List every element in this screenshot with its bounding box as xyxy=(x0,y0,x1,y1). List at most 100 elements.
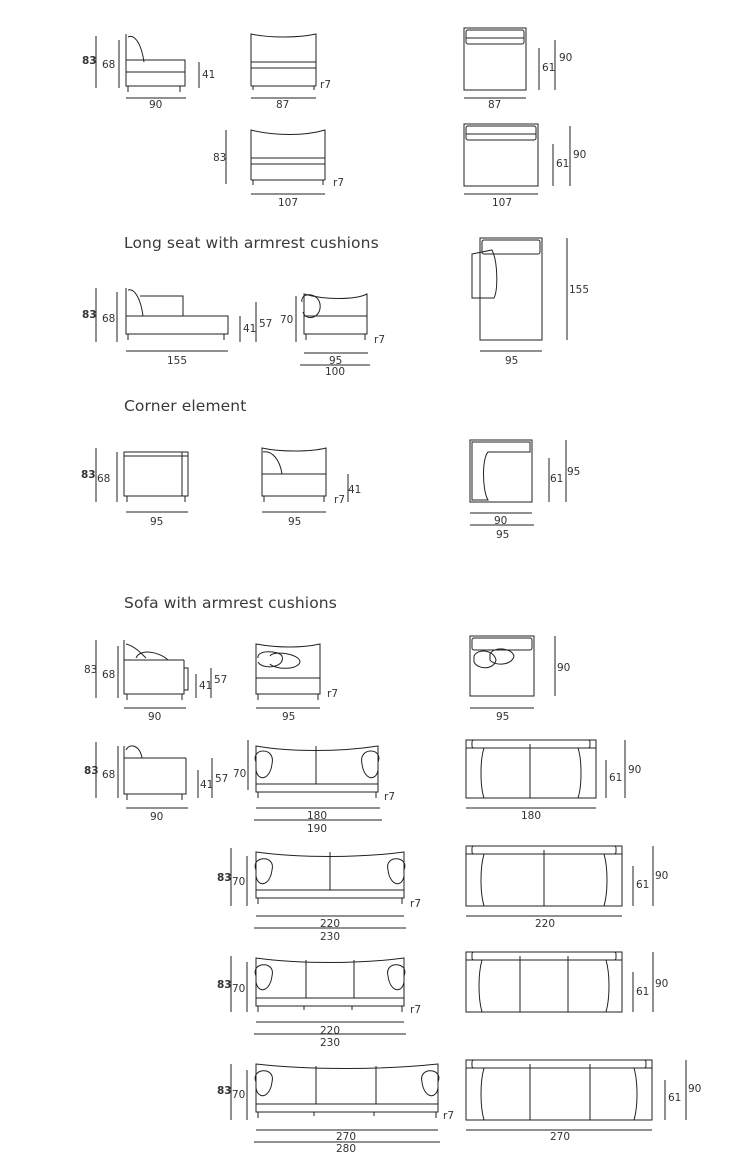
dim-label: 90 xyxy=(655,870,668,882)
sofa-a-side-view xyxy=(95,640,212,709)
sofa-a-plan-view xyxy=(469,635,556,709)
dim-label: 61 xyxy=(542,62,555,74)
dim-label: 90 xyxy=(149,99,162,111)
dim-label: 270 xyxy=(550,1131,570,1143)
dim-label: 280 xyxy=(336,1143,356,1155)
dim-label: 70 xyxy=(280,314,293,326)
sofa-d-plan-view xyxy=(465,951,654,1013)
dim-label: 90 xyxy=(148,711,161,723)
sofa-e-front-view xyxy=(230,1063,440,1143)
dim-label: 95 xyxy=(496,529,509,541)
dim-label: 83 xyxy=(217,872,232,884)
module-plan-view-1 xyxy=(463,27,556,99)
long-seat-front-view xyxy=(295,293,370,366)
heading-long-seat: Long seat with armrest cushions xyxy=(124,234,379,252)
dim-label: 68 xyxy=(102,769,115,781)
dim-label: 87 xyxy=(276,99,289,111)
sofa-b-plan-view xyxy=(465,739,626,809)
module-front-view-2 xyxy=(225,129,326,195)
dim-label: 87 xyxy=(488,99,501,111)
long-seat-plan-view xyxy=(471,237,568,352)
sofa-c-plan-view xyxy=(465,845,654,917)
sofa-b-side-view xyxy=(95,742,213,809)
dim-label: 61 xyxy=(609,772,622,784)
dim-label: r7 xyxy=(410,898,421,910)
dim-label: 61 xyxy=(668,1092,681,1104)
dim-label: 41 xyxy=(202,69,215,81)
dimension-labels: 83 68 41 90 87 r7 61 90 87 83 107 r7 61 … xyxy=(81,52,701,1155)
dim-label: 61 xyxy=(636,986,649,998)
dim-label: 190 xyxy=(307,823,327,835)
dim-label: 68 xyxy=(102,59,115,71)
dim-label: r7 xyxy=(410,1004,421,1016)
sofa-d-front-view xyxy=(230,956,406,1035)
dim-label: 57 xyxy=(259,318,272,330)
dim-label: 107 xyxy=(492,197,512,209)
dim-label: 83 xyxy=(84,664,97,676)
dim-label: 220 xyxy=(320,1025,340,1037)
dim-label: 95 xyxy=(150,516,163,528)
dim-label: 61 xyxy=(556,158,569,170)
dim-label: r7 xyxy=(334,494,345,506)
dim-label: 220 xyxy=(535,918,555,930)
dim-label: r7 xyxy=(320,79,331,91)
dim-label: 61 xyxy=(636,879,649,891)
dim-label: 41 xyxy=(199,680,212,692)
dim-label: 57 xyxy=(215,773,228,785)
dim-label: 41 xyxy=(243,323,256,335)
dim-label: 180 xyxy=(307,810,327,822)
dim-label: 90 xyxy=(688,1083,701,1095)
long-seat-side-view xyxy=(95,288,257,352)
dim-label: r7 xyxy=(384,791,395,803)
dim-label: 220 xyxy=(320,918,340,930)
dim-label: 68 xyxy=(97,473,110,485)
dim-label: 95 xyxy=(567,466,580,478)
heading-corner-element: Corner element xyxy=(124,397,247,415)
dim-label: 155 xyxy=(167,355,187,367)
dim-label: 230 xyxy=(320,1037,340,1049)
dim-label: 107 xyxy=(278,197,298,209)
corner-side-view-2 xyxy=(261,447,349,513)
dim-label: r7 xyxy=(333,177,344,189)
dim-label: 90 xyxy=(573,149,586,161)
dim-label: 95 xyxy=(496,711,509,723)
sofa-a-front-view xyxy=(255,643,321,709)
dim-label: 83 xyxy=(217,1085,232,1097)
dim-label: 83 xyxy=(217,979,232,991)
dim-label: 90 xyxy=(150,811,163,823)
dim-label: 83 xyxy=(82,55,97,67)
dim-label: 83 xyxy=(213,152,226,164)
dim-label: 83 xyxy=(81,469,96,481)
dim-label: 90 xyxy=(557,662,570,674)
corner-plan-view xyxy=(469,439,567,526)
dim-label: 180 xyxy=(521,810,541,822)
dim-label: 90 xyxy=(628,764,641,776)
module-side-view-1 xyxy=(95,34,200,99)
dim-label: 270 xyxy=(336,1131,356,1143)
dim-label: 90 xyxy=(655,978,668,990)
dim-label: 95 xyxy=(288,516,301,528)
dim-label: r7 xyxy=(374,334,385,346)
heading-sofa-armrest-cushions: Sofa with armrest cushions xyxy=(124,594,337,612)
dim-label: r7 xyxy=(443,1110,454,1122)
module-front-view-1 xyxy=(250,33,317,99)
dim-label: 70 xyxy=(232,1089,245,1101)
dim-label: 230 xyxy=(320,931,340,943)
dim-label: 41 xyxy=(348,484,361,496)
dim-label: 68 xyxy=(102,313,115,325)
dim-label: 83 xyxy=(82,309,97,321)
dim-label: 70 xyxy=(233,768,246,780)
dim-label: 100 xyxy=(325,366,345,378)
dim-label: 90 xyxy=(559,52,572,64)
dim-label: 57 xyxy=(214,674,227,686)
corner-side-view-1 xyxy=(95,448,189,513)
sofa-b-front-view xyxy=(247,740,382,821)
dim-label: 41 xyxy=(200,779,213,791)
dim-label: 70 xyxy=(232,983,245,995)
dim-label: 70 xyxy=(232,876,245,888)
dim-label: 95 xyxy=(505,355,518,367)
dim-label: 155 xyxy=(569,284,589,296)
dim-label: r7 xyxy=(327,688,338,700)
